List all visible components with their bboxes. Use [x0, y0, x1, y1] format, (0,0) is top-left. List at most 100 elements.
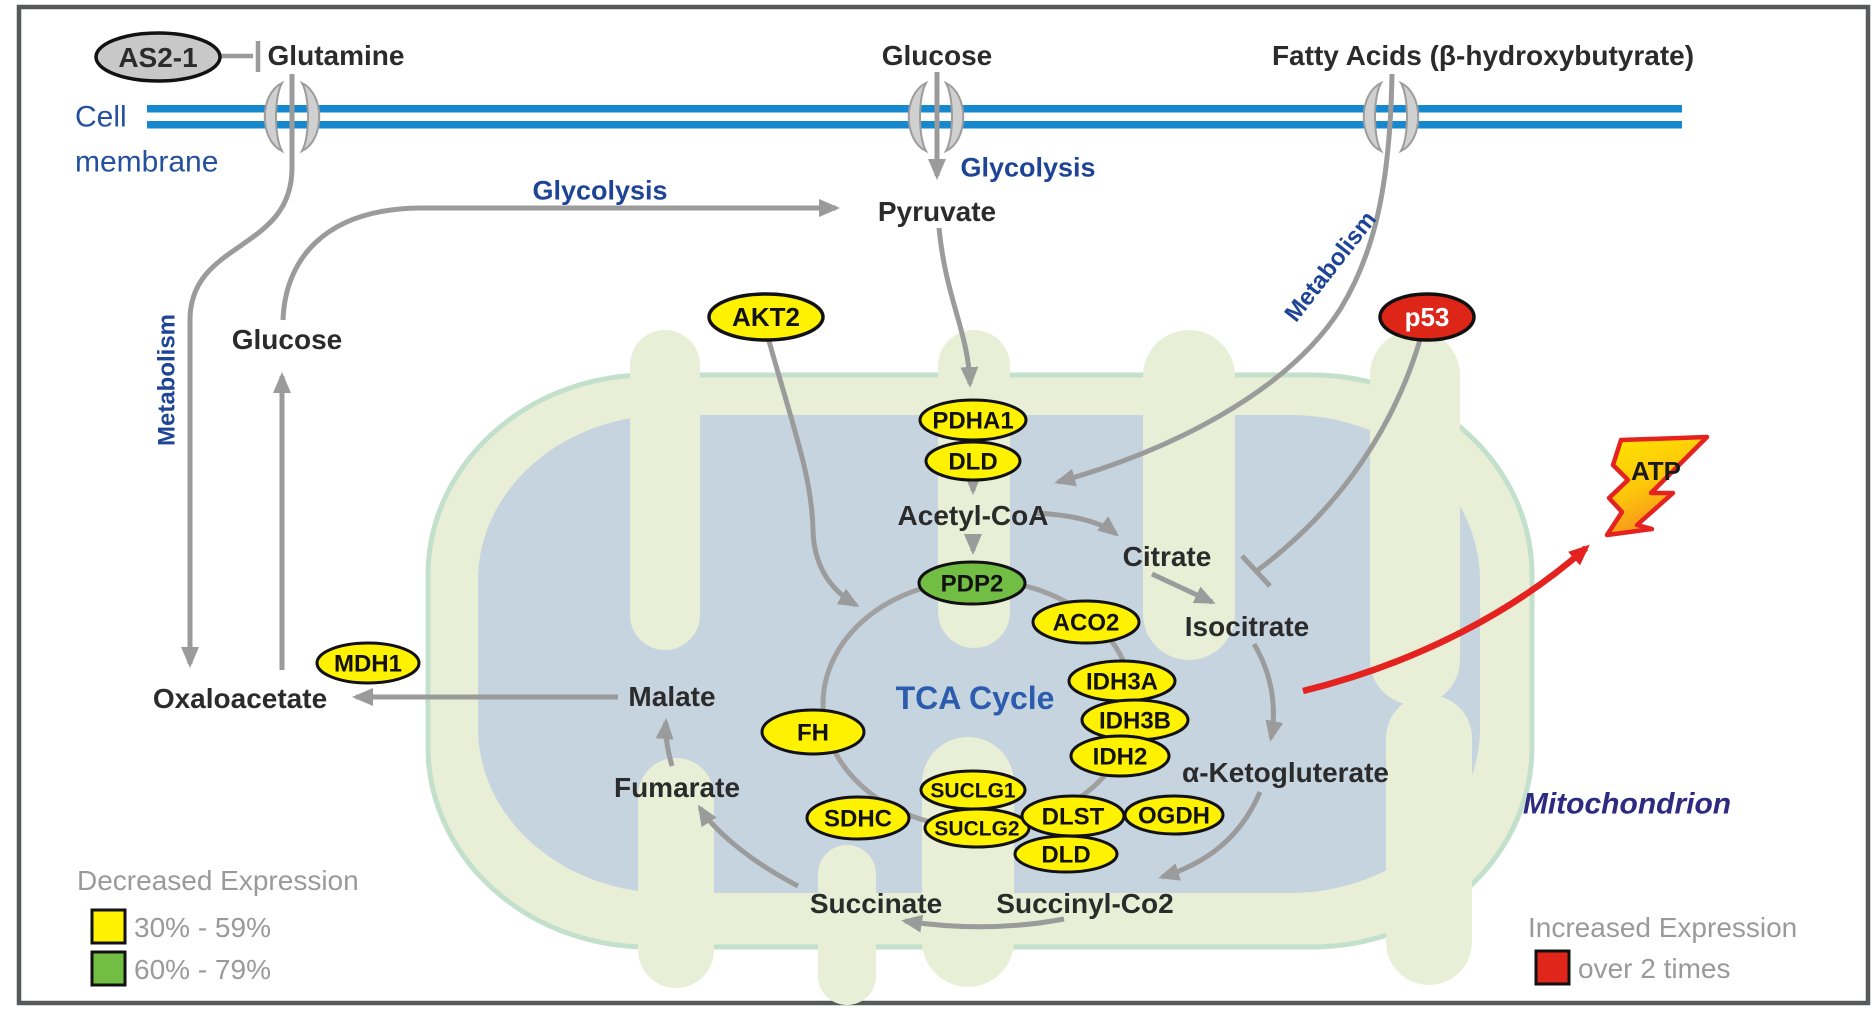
legend-increased-title: Increased Expression — [1528, 912, 1797, 943]
node-p53: p53 — [1378, 292, 1476, 342]
as2-1-label: AS2-1 — [118, 42, 197, 73]
idh2-shape — [1069, 734, 1171, 778]
metabolite-glucose-top: Glucose — [882, 40, 992, 71]
ogdh-label: OGDH — [1138, 802, 1210, 829]
legend-decreased: Decreased Expression 30% - 59% 60% - 79% — [77, 865, 359, 987]
arrow-glutamine-to-oxaloacetate — [181, 74, 295, 668]
node-ogdh: OGDH — [1123, 794, 1225, 836]
arrow-fumarate-to-malate — [655, 718, 675, 767]
suclg2-shape — [923, 807, 1031, 849]
suclg1-label: SUCLG1 — [930, 779, 1016, 802]
idh3b-label: IDH3B — [1099, 707, 1171, 734]
mitochondrion-label: Mitochondrion — [1523, 788, 1731, 821]
mdh1-label: MDH1 — [334, 650, 402, 677]
cell-membrane — [147, 82, 1682, 152]
crista — [1386, 695, 1472, 985]
atp-label: ATP — [1631, 456, 1681, 486]
metabolite-glutamine: Glutamine — [268, 40, 405, 71]
node-fh: FH — [760, 708, 866, 756]
sdhc-label: SDHC — [824, 805, 892, 832]
cell-membrane-label-line2: membrane — [75, 146, 218, 179]
ogdh-shape — [1123, 794, 1225, 836]
arrow-fattyacids-metabolism — [1054, 73, 1395, 487]
pdha1-label: PDHA1 — [932, 407, 1013, 434]
p53-label: p53 — [1405, 302, 1450, 332]
crista — [818, 845, 876, 1005]
as2-1-shape — [94, 31, 222, 83]
arrow-isocitrate-to-akg — [1251, 642, 1284, 742]
node-akt2: AKT2 — [707, 292, 825, 342]
arrow-citrate-to-isocitrate — [1150, 571, 1216, 605]
node-suclg2: SUCLG2 — [923, 807, 1031, 849]
node-pdha1: PDHA1 — [918, 398, 1028, 442]
metabolism-left-label: Metabolism — [153, 314, 180, 446]
fh-shape — [760, 708, 866, 756]
legend-decreased-item1: 30% - 59% — [134, 912, 271, 943]
nodes: AS2-1 p53 AKT2 PDHA1 DLD PDP2 MDH1 ACO2 — [94, 31, 1476, 874]
pdp2-label: PDP2 — [941, 570, 1004, 597]
metabolite-pyruvate: Pyruvate — [878, 196, 996, 227]
sdhc-shape — [805, 795, 911, 841]
node-idh3a: IDH3A — [1067, 659, 1177, 703]
pdp2-shape — [917, 560, 1027, 606]
metabolite-glucose-left: Glucose — [232, 324, 342, 355]
node-pdp2: PDP2 — [917, 560, 1027, 606]
aco2-shape — [1031, 599, 1141, 645]
arrow-acetylcoa-to-citrate — [1033, 510, 1120, 537]
legend-decreased-item2: 60% - 79% — [134, 954, 271, 985]
arrow-succinylco2-to-succinate — [901, 914, 1065, 933]
legend-swatch-green — [90, 950, 127, 987]
glycolysis-right-label: Glycolysis — [960, 152, 1095, 182]
metabolite-alpha-ketogluterate: α-Ketogluterate — [1182, 757, 1389, 788]
node-dld-bottom: DLD — [1013, 834, 1119, 874]
crista — [1143, 330, 1235, 660]
arrow-tca-to-atp — [1302, 544, 1590, 695]
akt2-label: AKT2 — [732, 302, 800, 332]
atp-bolt: ATP — [1604, 434, 1710, 538]
dlst-label: DLST — [1042, 803, 1105, 830]
node-suclg1: SUCLG1 — [919, 769, 1027, 811]
arrow-succinate-to-fumarate — [697, 804, 800, 889]
metabolite-fumarate: Fumarate — [614, 772, 740, 803]
line-p53-inhibition — [1256, 339, 1423, 572]
arrow-pyruvate-to-pdha1 — [936, 227, 979, 388]
legend-increased-item1: over 2 times — [1578, 953, 1731, 984]
metabolite-succinyl-co2: Succinyl-Co2 — [996, 888, 1173, 919]
legend-decreased-title: Decreased Expression — [77, 865, 359, 896]
pdha1-shape — [918, 398, 1028, 442]
metabolite-malate: Malate — [628, 681, 715, 712]
metabolite-acetyl-coa: Acetyl-CoA — [898, 500, 1049, 531]
dld-top-shape — [924, 440, 1022, 482]
p53-shape — [1378, 292, 1476, 342]
mdh1-shape — [315, 641, 421, 685]
node-aco2: ACO2 — [1031, 599, 1141, 645]
node-idh3b: IDH3B — [1080, 698, 1190, 742]
node-dld-top: DLD — [924, 440, 1022, 482]
metabolite-labels: Glutamine Glucose Fatty Acids (β-hydroxy… — [153, 40, 1694, 919]
fh-label: FH — [797, 719, 829, 746]
metabolite-isocitrate: Isocitrate — [1185, 611, 1310, 642]
metabolite-citrate: Citrate — [1123, 541, 1212, 572]
metabolite-succinate: Succinate — [810, 888, 942, 919]
node-dlst: DLST — [1020, 794, 1126, 838]
node-idh2: IDH2 — [1069, 734, 1171, 778]
arrow-akg-to-succinylco2 — [1158, 791, 1263, 881]
crista — [638, 758, 714, 988]
lightning-bolt-icon — [1604, 434, 1710, 538]
legend-swatch-red — [1534, 949, 1571, 986]
legend-increased: Increased Expression over 2 times — [1528, 912, 1797, 986]
crista — [630, 330, 700, 650]
dld-bottom-shape — [1013, 834, 1119, 874]
glycolysis-left-label: Glycolysis — [532, 175, 667, 205]
node-mdh1: MDH1 — [315, 641, 421, 685]
crista — [1370, 330, 1460, 705]
metabolite-fatty-acids: Fatty Acids (β-hydroxybutyrate) — [1272, 40, 1694, 71]
dld-top-label: DLD — [948, 448, 997, 475]
akt2-shape — [707, 292, 825, 342]
arrow-akt2-to-tca — [766, 340, 860, 608]
tca-cycle-label: TCA Cycle — [896, 680, 1055, 716]
legend-swatch-yellow — [90, 908, 127, 945]
dld-bottom-label: DLD — [1041, 841, 1090, 868]
